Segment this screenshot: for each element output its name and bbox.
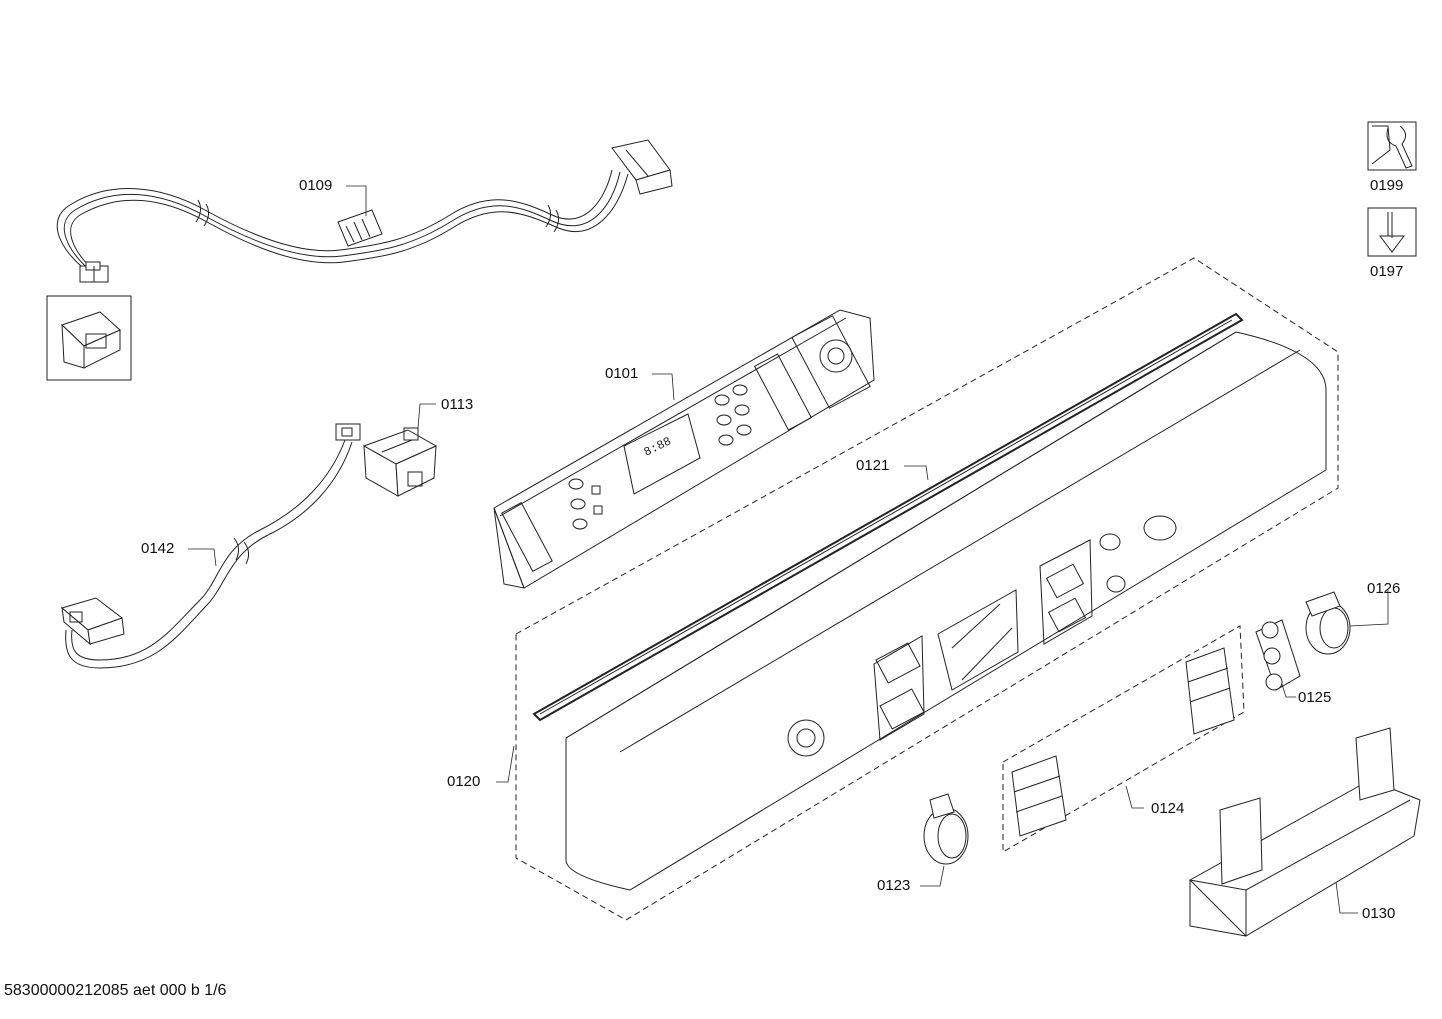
harness-connector-left [79, 261, 109, 283]
connector-detail [61, 311, 121, 369]
sensor-connector-bottom [60, 597, 125, 646]
control-module-0101: 8:88 [493, 309, 875, 589]
leader-lines [188, 185, 1389, 914]
label-0199: 0199 [1370, 177, 1404, 194]
knob-0126 [1305, 591, 1351, 655]
sensor-connector-top [335, 423, 361, 441]
button-strip-upper [1185, 647, 1235, 735]
label-0113: 0113 [441, 396, 474, 413]
screwdriver-icon [1367, 207, 1417, 257]
label-0142: 0142 [141, 540, 175, 557]
harness-connector-mid [337, 209, 383, 247]
button-strip-lower [1011, 755, 1067, 837]
label-0109: 0109 [299, 177, 333, 194]
knob-0123 [923, 793, 969, 865]
sensor-0113 [362, 427, 438, 497]
label-0124: 0124 [1151, 800, 1185, 817]
label-0125: 0125 [1298, 689, 1332, 706]
label-0126: 0126 [1367, 580, 1401, 597]
label-0121: 0121 [856, 457, 890, 474]
button-holder-0125 [1255, 619, 1301, 691]
label-0197: 0197 [1370, 263, 1404, 280]
label-0120: 0120 [447, 773, 481, 790]
fascia-panel-0120 [565, 331, 1327, 891]
wiring-harness-0109 [46, 139, 673, 381]
connector-detail-box [46, 295, 132, 381]
fascia-assembly-outline [515, 257, 1339, 921]
label-0101: 0101 [605, 365, 639, 382]
label-0130: 0130 [1362, 905, 1396, 922]
document-footer: 58300000212085 aet 000 b 1/6 [4, 982, 227, 999]
wrench-icon [1367, 121, 1417, 171]
wiring-0142 [60, 423, 361, 669]
label-0123: 0123 [877, 877, 911, 894]
bracket-0130 [1189, 727, 1421, 937]
harness-connector-right [611, 139, 673, 195]
seal-strip-0121 [532, 312, 1244, 722]
